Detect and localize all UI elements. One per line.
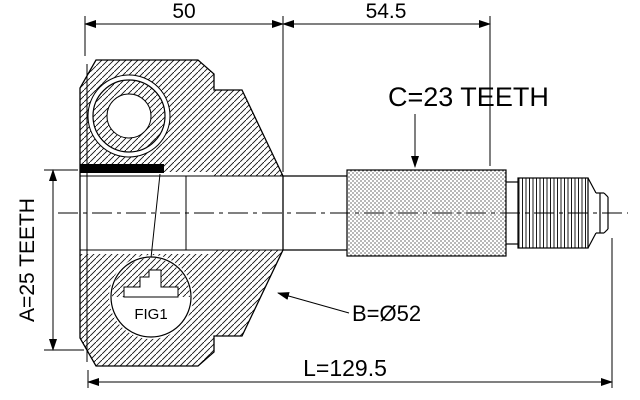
hatched-neck-bottom xyxy=(214,250,283,336)
dimension-label-a-25-teeth: A=25 TEETH xyxy=(16,198,39,322)
dimension-label-54-5: 54.5 xyxy=(366,0,407,23)
fig1-label: FIG1 xyxy=(134,306,167,323)
dimension-top-left-50: 50 xyxy=(84,0,284,172)
spline-bore-band xyxy=(80,164,164,173)
ball-inner xyxy=(106,93,152,139)
shaft-plain-section xyxy=(283,175,347,251)
hatched-neck-top xyxy=(214,90,283,176)
dimension-label-b-52: B=Ø52 xyxy=(352,301,421,326)
dimension-label-l-129-5: L=129.5 xyxy=(303,355,387,381)
ball-hatch-ring xyxy=(93,80,165,152)
shaft-groove xyxy=(506,181,518,245)
dimension-label-c-23-teeth: C=23 TEETH xyxy=(388,82,549,112)
ball-bearing xyxy=(87,74,171,158)
cv-joint-outer-race xyxy=(79,59,347,367)
hatched-bottom-wall xyxy=(80,254,214,366)
fig1-leader-line xyxy=(150,173,161,259)
dimension-outer-spline-c: C=23 TEETH xyxy=(388,82,549,168)
outer-race-outline xyxy=(79,59,284,367)
dimension-inner-spline-a: A=25 TEETH xyxy=(16,169,84,351)
dimension-top-right-54-5: 54.5 xyxy=(282,0,491,166)
fig1-spline-slot xyxy=(123,269,179,298)
dimension-label-50: 50 xyxy=(172,0,195,23)
dimension-diameter-b: B=Ø52 xyxy=(277,292,421,326)
fig1-detail-callout: FIG1 xyxy=(110,173,192,338)
dimension-overall-length-l: L=129.5 xyxy=(87,238,613,388)
leader-line xyxy=(277,292,350,314)
ball-pocket-outline xyxy=(87,74,171,158)
hatched-top-wall xyxy=(80,60,214,172)
